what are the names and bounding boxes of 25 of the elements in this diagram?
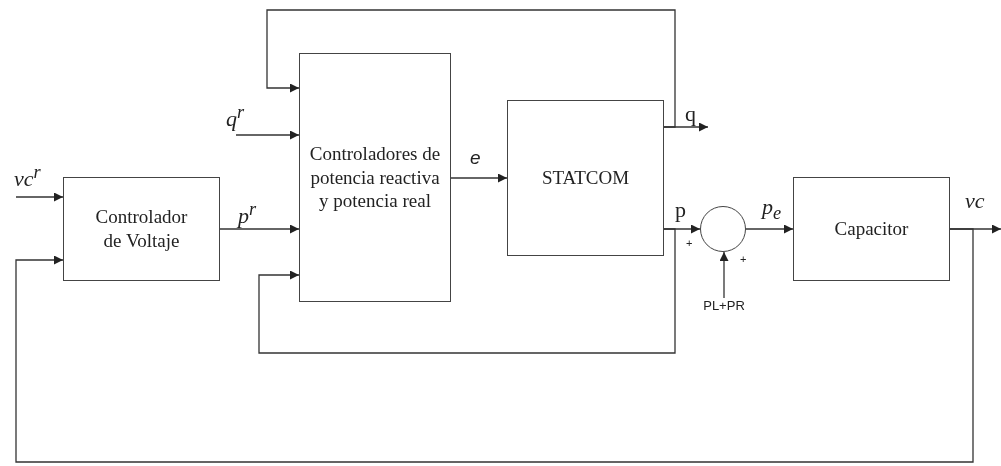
- summing-junction: [700, 206, 746, 252]
- arrow: [266, 9, 676, 128]
- arrow: [15, 228, 974, 463]
- signal-label: q$^{r}$: [226, 103, 245, 131]
- block-box: Controlador de Voltaje: [63, 177, 220, 281]
- signal-label: vc$^{r}$: [14, 163, 41, 191]
- arrow: [450, 173, 508, 183]
- sign-label: +: [740, 254, 747, 265]
- signal-label: vc: [965, 190, 985, 212]
- arrow: [235, 130, 300, 140]
- block-box: Capacitor: [793, 177, 950, 281]
- sign-label: +: [686, 238, 693, 249]
- signal-label: p$^{r}$: [238, 200, 257, 228]
- signal-label: p$_{e}$: [762, 196, 782, 223]
- arrow: [719, 251, 729, 299]
- arrow: [15, 192, 64, 202]
- block-box: STATCOM: [507, 100, 664, 256]
- signal-label: q: [685, 103, 696, 125]
- signal-label: e: [470, 148, 481, 167]
- arrow: [745, 224, 794, 234]
- signal-label: p: [675, 199, 686, 221]
- input-label: PL+PR: [700, 298, 748, 314]
- block-box: Controladores de potencia reactiva y potencia real: [299, 53, 451, 302]
- arrow: [258, 228, 676, 354]
- arrow: [219, 224, 300, 234]
